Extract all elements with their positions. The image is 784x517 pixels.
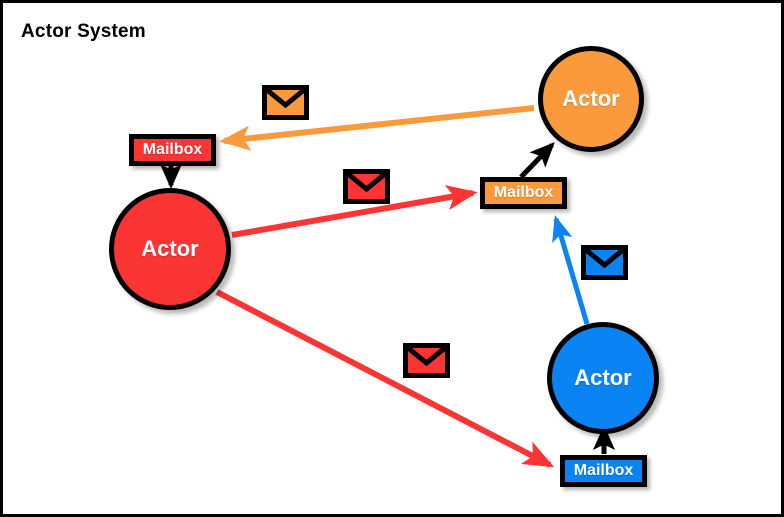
actor-label: Actor <box>562 86 620 111</box>
actor-label: Actor <box>141 236 199 261</box>
actor-orange[interactable]: Actor <box>538 46 644 152</box>
mailbox-label: Mailbox <box>573 462 634 479</box>
envelope-icon <box>581 245 628 280</box>
arrow-blue-actor-to-orange-mailbox <box>552 215 590 325</box>
mailbox-orange[interactable]: Mailbox <box>480 177 567 209</box>
arrow-red-actor-to-orange-mailbox <box>231 185 478 238</box>
envelope-icon <box>262 85 309 120</box>
mailbox-label: Mailbox <box>493 184 554 201</box>
actor-red[interactable]: Actor <box>109 188 231 310</box>
arrow-orange-actor-to-red-mailbox <box>219 105 535 151</box>
envelope-icon <box>343 169 390 204</box>
mailbox-blue[interactable]: Mailbox <box>560 455 647 487</box>
mailbox-red[interactable]: Mailbox <box>129 134 216 166</box>
actor-label: Actor <box>574 365 632 390</box>
arrow-red-actor-to-blue-mailbox <box>215 289 555 468</box>
page-title: Actor System <box>21 21 146 42</box>
arrow-orange-mailbox-to-orange-actor <box>519 142 555 179</box>
arrows-layer <box>160 105 615 468</box>
mailbox-label: Mailbox <box>142 141 203 158</box>
actor-blue[interactable]: Actor <box>547 322 659 434</box>
envelope-icon <box>403 343 450 378</box>
